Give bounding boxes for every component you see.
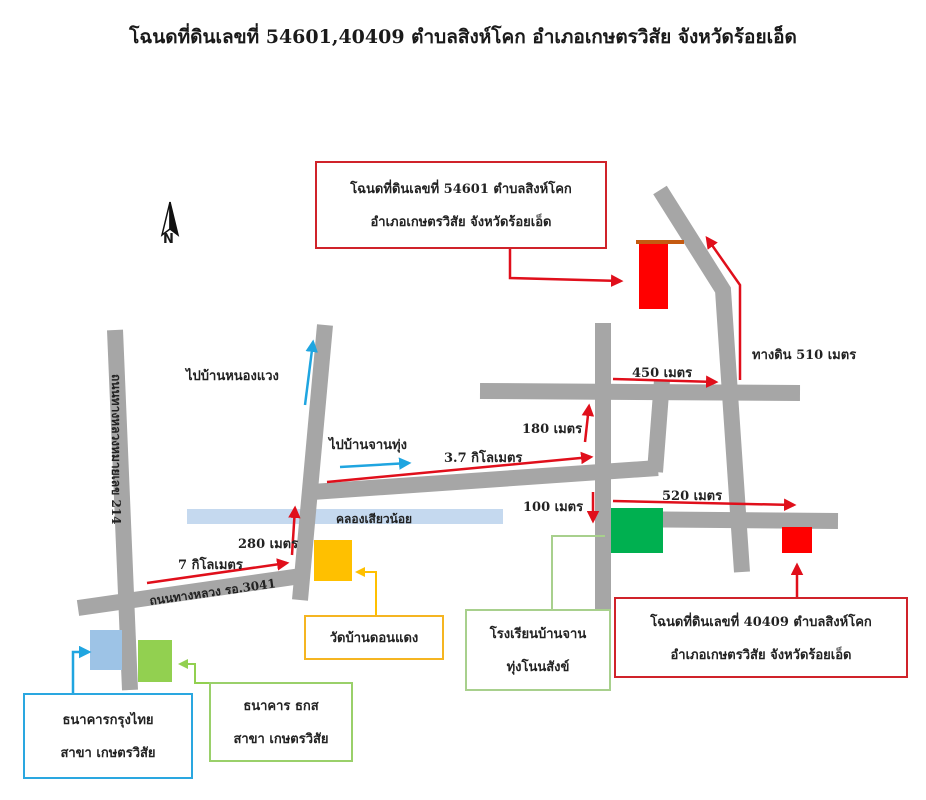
label-100m: 100 เมตร (523, 500, 584, 515)
callout-school-line2: ทุ่งโนนสังข์ (506, 660, 570, 675)
highway-214-road (107, 329, 138, 691)
callout-school-pointer (551, 535, 605, 610)
route-arrows (146, 235, 804, 597)
callout-temple-pointer (355, 567, 377, 615)
label-520m: 520 เมตร (662, 489, 723, 504)
roads (76, 185, 839, 691)
road-north-east (479, 383, 801, 401)
arrow-to-nong-waeng (303, 339, 318, 406)
callout-bank-ktb-line2: สาขา เกษตรวิสัย (60, 746, 156, 761)
arrow-to-chan-thung (339, 457, 412, 470)
temple-marker[interactable] (314, 540, 352, 581)
callout-plot-40409-line1: โฉนดที่ดินเลขที่ 40409 ตำบลสิงห์โคก (650, 614, 872, 630)
bank-ktb-marker[interactable] (90, 630, 122, 670)
label-to-nong-waeng: ไปบ้านหนองแวง (186, 369, 279, 384)
callout-plot-54601-line2: อำเภอเกษตรวิสัย จังหวัดร้อยเอ็ด (370, 215, 552, 230)
label-7km: 7 กิโลเมตร (178, 558, 243, 573)
callout-plot-40409-line2: อำเภอเกษตรวิสัย จังหวัดร้อยเอ็ด (670, 647, 852, 663)
north-label: N (163, 232, 174, 247)
callout-temple: วัดบ้านดอนแดง (304, 615, 444, 660)
callout-bank-baac-line1: ธนาคาร ธกส (243, 699, 319, 714)
label-280m: 280 เมตร (238, 537, 299, 552)
label-3-7km: 3.7 กิโลเมตร (444, 451, 523, 466)
label-canal: คลองเสียวน้อย (336, 512, 413, 526)
callout-plot-54601-line1: โฉนดที่ดินเลขที่ 54601 ตำบลสิงห์โคก (350, 182, 572, 197)
callout-school: โรงเรียนบ้านจาน ทุ่งโนนสังข์ (465, 609, 611, 691)
bank-baac-marker[interactable] (138, 640, 172, 682)
road-to-nong-waeng (292, 324, 333, 601)
direction-arrows (71, 339, 412, 693)
callout-ktb-pointer (71, 645, 92, 693)
route-arrow-dirt-510m (705, 235, 742, 380)
land-plot-54601[interactable] (639, 243, 668, 309)
callout-bank-baac-line2: สาขา เกษตรวิสัย (233, 732, 329, 747)
callout-plot-54601: โฉนดที่ดินเลขที่ 54601 ตำบลสิงห์โคก อำเภ… (315, 161, 607, 249)
north-arrow-icon (160, 201, 180, 237)
route-arrow-280m (288, 505, 301, 556)
callout-school-line1: โรงเรียนบ้านจาน (489, 627, 587, 642)
callout-temple-line1: วัดบ้านดอนแดง (329, 631, 419, 646)
label-180m: 180 เมตร (522, 422, 583, 437)
callout-plot-40409: โฉนดที่ดินเลขที่ 40409 ตำบลสิงห์โคก อำเภ… (614, 597, 908, 678)
route-arrow-3-7km (326, 451, 594, 484)
label-dirt-510m: ทางดิน 510 เมตร (752, 348, 857, 363)
callout-54601-pointer (508, 248, 624, 287)
route-arrow-450m (612, 375, 719, 388)
callout-bank-ktb: ธนาคารกรุงไทย สาขา เกษตรวิสัย (23, 693, 193, 779)
callout-bank-ktb-line1: ธนาคารกรุงไทย (62, 713, 154, 728)
land-plot-40409[interactable] (782, 527, 812, 553)
road-3041 (76, 567, 310, 616)
label-to-chan-thung: ไปบ้านจานทุ่ง (329, 438, 407, 453)
school-marker[interactable] (611, 508, 663, 553)
route-arrow-520m (612, 498, 797, 512)
dirt-road (653, 185, 750, 573)
callout-baac-pointer (178, 659, 209, 684)
highway-214-label: ถนนทางหลวงหมายเลข 214 (109, 374, 123, 525)
label-450m: 450 เมตร (632, 366, 693, 381)
canal (187, 509, 503, 524)
callout-bank-baac: ธนาคาร ธกส สาขา เกษตรวิสัย (209, 682, 353, 762)
route-arrow-7km (146, 558, 290, 585)
route-arrow-180m (581, 403, 595, 443)
page-title: โฉนดที่ดินเลขที่ 54601,40409 ตำบลสิงห์โค… (129, 26, 797, 48)
